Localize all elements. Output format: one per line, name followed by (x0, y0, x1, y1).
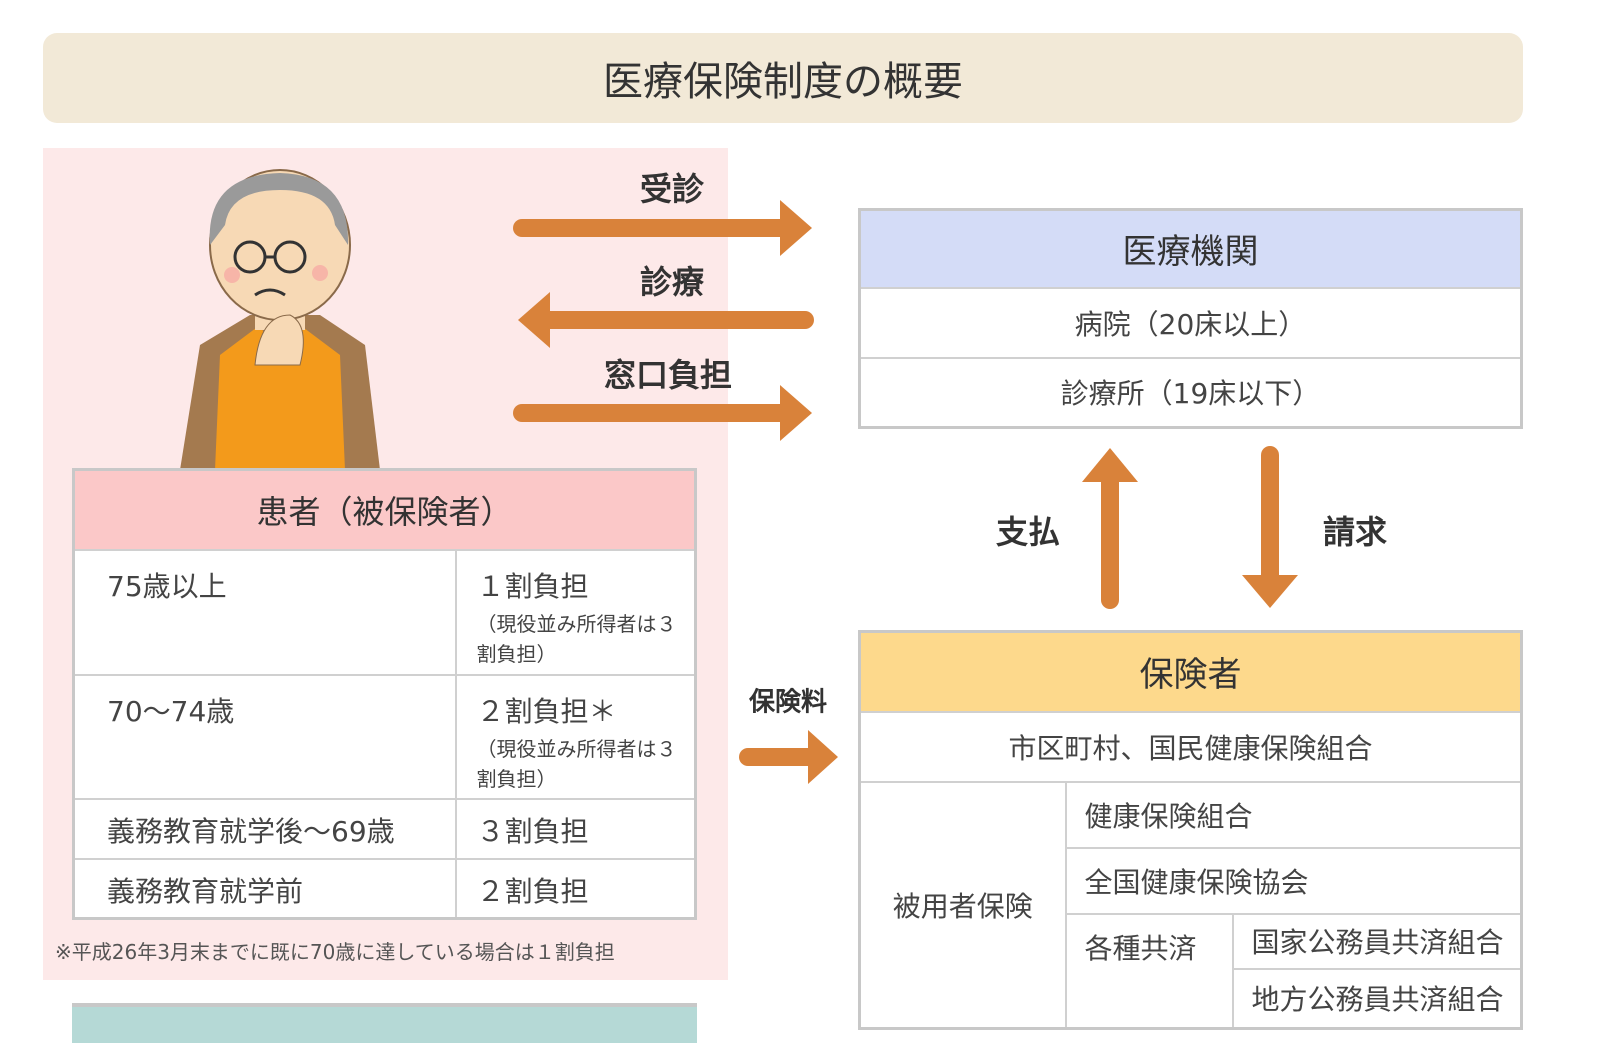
age-cell: 75歳以上 (72, 548, 457, 676)
elderly-patient-illustration (180, 169, 380, 470)
local-civil-servant-row: 地方公務員共済組合 (1231, 967, 1523, 1030)
footnote: ※平成26年3月末までに既に70歳に達している場合は１割負担 (55, 940, 615, 964)
medical-institution-table: 医療機関 病院（20床以上） 診療所（19床以下） (858, 208, 1523, 429)
union-row: 健康保険組合 (1064, 780, 1523, 849)
employee-insurance-cell: 被用者保険 (858, 780, 1067, 1030)
burden-cell: ２割負担 (454, 857, 697, 920)
page-title: 医療保険制度の概要 (43, 33, 1523, 123)
premium-label: 保険料 (748, 687, 828, 718)
age-cell: 70～74歳 (72, 673, 457, 800)
visit-label: 受診 (639, 170, 705, 208)
patient-header: 患者（被保険者） (72, 468, 697, 551)
treatment-label: 診療 (639, 263, 705, 301)
medical-header: 医療機関 (858, 208, 1523, 289)
burden-cell: ２割負担＊（現役並み所得者は３割負担） (454, 673, 697, 800)
insurer-table: 保険者 市区町村、国民健康保険組合 被用者保険健康保険組合 全国健康保険協会 各… (858, 630, 1523, 1030)
mutual-aid-cell: 各種共済 (1064, 912, 1234, 1030)
claim-label: 請求 (1322, 513, 1388, 551)
copay-label: 窓口負担 (603, 356, 733, 394)
clinic-row: 診療所（19床以下） (858, 356, 1523, 429)
burden-cell: １割負担（現役並み所得者は３割負担） (454, 548, 697, 676)
age-cell: 義務教育就学前 (72, 857, 457, 920)
insurer-header: 保険者 (858, 630, 1523, 713)
age-cell: 義務教育就学後～69歳 (72, 797, 457, 860)
burden-cell: ３割負担 (454, 797, 697, 860)
national-insurance-row: 市区町村、国民健康保険組合 (858, 710, 1523, 783)
national-civil-servant-row: 国家公務員共済組合 (1231, 912, 1523, 970)
hospital-row: 病院（20床以上） (858, 286, 1523, 359)
payment-label: 支払 (995, 513, 1061, 551)
association-row: 全国健康保険協会 (1064, 846, 1523, 915)
